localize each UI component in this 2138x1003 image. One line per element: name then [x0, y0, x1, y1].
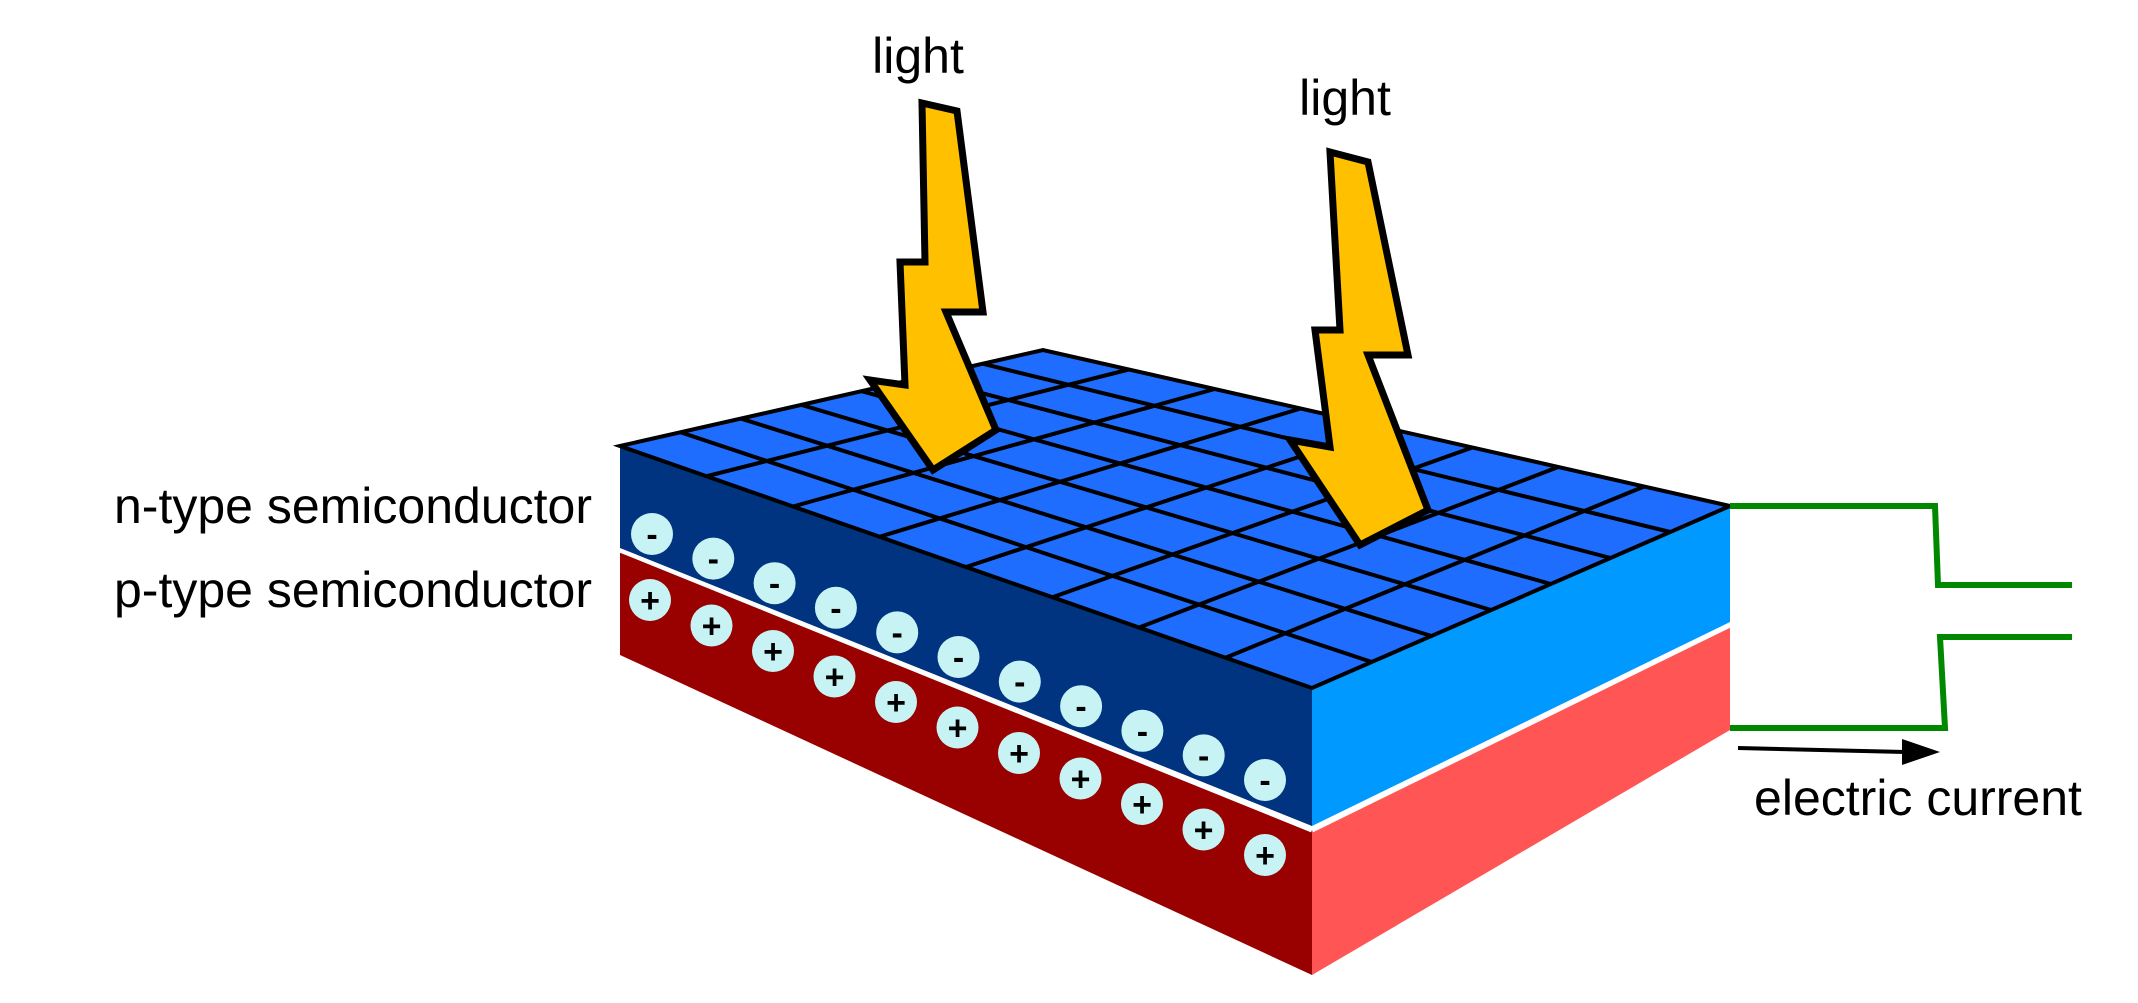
svg-text:+: +	[763, 633, 783, 671]
svg-text:-: -	[708, 541, 719, 579]
svg-text:+: +	[948, 710, 968, 748]
grid-line	[1224, 484, 1645, 660]
svg-text:-: -	[646, 516, 657, 554]
positive-charge: +	[1059, 757, 1102, 800]
positive-charges: + + + + + + + + + + +	[629, 579, 1286, 876]
positive-charge: +	[875, 681, 917, 723]
positive-charge: +	[998, 732, 1040, 774]
svg-text:-: -	[1075, 688, 1086, 726]
n-type-layer-side	[1312, 506, 1730, 826]
negative-charge: -	[692, 537, 735, 580]
svg-text:-: -	[953, 639, 964, 677]
electric-current-label: electric current	[1754, 770, 2082, 826]
svg-text:+: +	[640, 582, 660, 620]
negative-charge: -	[998, 660, 1041, 703]
lightning-bolt-icon	[862, 98, 1001, 475]
negative-charge: -	[937, 636, 980, 678]
negative-charge: -	[1182, 734, 1225, 777]
positive-charge: +	[629, 579, 671, 621]
negative-charge: -	[1121, 709, 1164, 752]
positive-charge: +	[1182, 808, 1225, 851]
negative-charge: -	[753, 562, 796, 605]
grid-line	[878, 406, 1302, 539]
n-type-label: n-type semiconductor	[114, 478, 592, 534]
svg-text:+: +	[1009, 735, 1029, 773]
grid-line	[792, 387, 1216, 509]
wire-bottom	[1730, 634, 2072, 731]
light-label: light	[872, 28, 964, 84]
svg-text:+: +	[1071, 761, 1091, 799]
svg-text:-: -	[892, 614, 903, 652]
svg-text:+: +	[1255, 837, 1275, 875]
svg-text:-: -	[1198, 737, 1209, 775]
svg-text:-: -	[830, 590, 841, 628]
svg-text:-: -	[1014, 664, 1025, 702]
svg-text:-: -	[1259, 762, 1270, 800]
negative-charge: -	[814, 586, 857, 629]
svg-text:+: +	[702, 608, 722, 646]
positive-charge: +	[1244, 834, 1286, 876]
positive-charge: +	[936, 706, 979, 749]
lightning-bolt-icon	[1282, 147, 1433, 550]
svg-text:+: +	[886, 684, 906, 722]
pn-junction-side-line	[1310, 622, 1732, 833]
negative-charge: -	[1060, 685, 1103, 728]
svg-text:-: -	[1137, 713, 1148, 751]
positive-charge: +	[752, 630, 794, 672]
positive-charge: +	[690, 604, 733, 647]
p-type-layer-side	[1312, 625, 1730, 975]
svg-text:+: +	[1194, 812, 1214, 850]
arrow-right-icon	[1737, 739, 1940, 765]
wire-top	[1730, 503, 2072, 588]
light-label: light	[1299, 70, 1391, 126]
svg-text:-: -	[769, 565, 780, 603]
negative-charges: - - - - - - - - - - -	[631, 513, 1286, 801]
pn-junction-line	[619, 547, 1313, 833]
svg-text:+: +	[1132, 786, 1152, 824]
negative-charge: -	[876, 611, 919, 654]
negative-charge: -	[1244, 759, 1286, 801]
positive-charge: +	[813, 655, 856, 698]
positive-charge: +	[1121, 783, 1163, 825]
grid-line	[1138, 465, 1559, 630]
negative-charge: -	[631, 513, 673, 555]
p-type-label: p-type semiconductor	[114, 562, 592, 618]
svg-text:+: +	[825, 659, 845, 697]
